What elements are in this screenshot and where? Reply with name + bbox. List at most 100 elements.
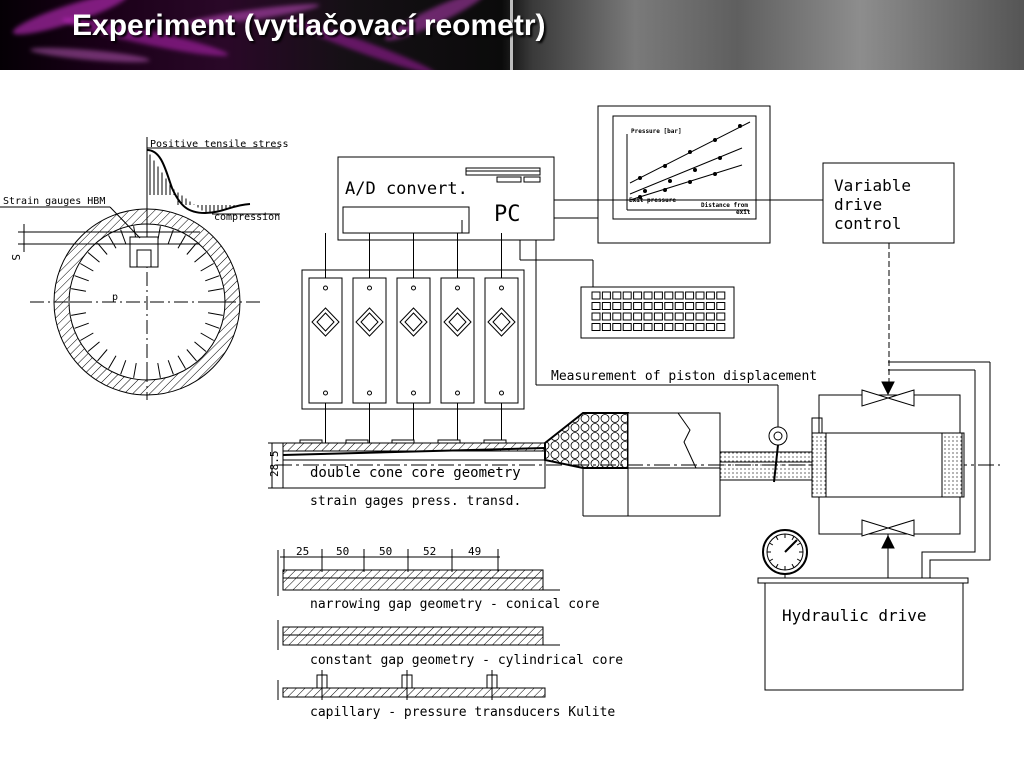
amplifier-terminal — [499, 285, 504, 291]
graph-point — [643, 189, 647, 193]
pressure-tick — [207, 288, 223, 292]
pressure-gauge-needle — [784, 539, 798, 553]
wheatstone-bridge — [311, 307, 340, 337]
amplifier-terminal — [455, 285, 460, 291]
keyboard-key — [612, 323, 622, 331]
die-sensor-pad — [299, 439, 323, 444]
pressure-tick — [97, 349, 108, 362]
narrowing-die-top — [282, 569, 544, 579]
pressure-tick — [108, 235, 117, 249]
keyboard-key — [622, 291, 632, 300]
keyboard-key — [695, 323, 705, 331]
keyboard-key — [705, 323, 715, 331]
pc-label: PC — [494, 202, 521, 227]
die-cone — [544, 412, 629, 469]
amplifier-terminal — [455, 390, 460, 396]
keyboard-key — [633, 302, 643, 310]
piston-rod — [719, 451, 815, 481]
graph-points — [638, 124, 742, 199]
pressure-tick — [200, 263, 214, 272]
capillary-die-body — [282, 687, 546, 698]
keyboard-key — [622, 312, 632, 321]
keyboard-key — [664, 302, 674, 310]
pressure-tick — [194, 252, 207, 263]
keyboard-key — [591, 291, 601, 300]
graph-x-label: Distance from — [701, 202, 748, 209]
pressure-tick — [194, 341, 207, 352]
valve-top-arrow — [881, 381, 895, 396]
keyboard-key — [716, 312, 726, 321]
wheatstone-bridge — [487, 307, 516, 337]
keyboard-key — [601, 291, 611, 300]
cylinder — [811, 432, 965, 498]
gauge-tick — [769, 542, 774, 546]
keyboard-key — [674, 312, 684, 321]
monitor-frame — [597, 105, 771, 244]
drive-control-line3: control — [834, 214, 901, 233]
pressure-tick — [186, 242, 197, 255]
drive-control: Variable drive control — [822, 162, 955, 385]
amplifier-terminal — [367, 390, 372, 396]
graph-line-3 — [629, 164, 743, 201]
monitor: Pressure [bar] Exit pressure Distance fr… — [597, 105, 771, 244]
pressure-tick — [205, 322, 220, 329]
narrowing-dimension-label: 25 — [296, 545, 309, 558]
stress-curve — [146, 149, 251, 215]
graph-y-label: Pressure [bar] — [631, 128, 682, 135]
gauge-tick — [769, 558, 774, 562]
amplifier-terminal — [367, 285, 372, 291]
strain-gauge-inner — [136, 249, 152, 268]
graph-point — [713, 138, 717, 142]
keyboard-key — [653, 323, 663, 331]
header-divider — [510, 0, 513, 70]
keyboard-key — [653, 291, 663, 300]
pressure-tick — [177, 235, 186, 249]
graph-point — [688, 180, 692, 184]
tank-lid — [757, 577, 969, 584]
keyboard-key — [591, 323, 601, 331]
amplifier-terminal — [323, 285, 328, 291]
stress-label: Positive tensile stress — [150, 139, 288, 150]
keyboard-key — [612, 302, 622, 310]
amplifier-rack-frame — [301, 269, 525, 410]
graph-point — [713, 172, 717, 176]
pressure-tick — [200, 332, 214, 341]
pressure-gauge-ticks — [767, 534, 803, 570]
stress-hatch — [149, 154, 247, 213]
graph-point — [688, 150, 692, 154]
die-sensors-label: strain gages press. transd. — [310, 494, 521, 509]
keyboard-key — [612, 291, 622, 300]
pressure-tick — [167, 360, 174, 375]
pressure-tick — [108, 355, 117, 369]
pressure-tick — [87, 341, 100, 352]
constant-die-top — [282, 626, 544, 636]
valve-bottom — [861, 519, 915, 549]
wheatstone-bridge-inner — [360, 312, 379, 332]
displacement-sensor — [768, 426, 788, 446]
keyboard-key — [633, 291, 643, 300]
capillary-label: capillary - pressure transducers Kulite — [310, 705, 615, 720]
keyboard-key — [622, 323, 632, 331]
rheometer-diagram: Positive tensile stress Strain gauges HB… — [0, 105, 1000, 720]
hydraulic-line-bottom — [818, 497, 961, 535]
die-sensors — [299, 439, 507, 444]
gauge-tick — [796, 542, 801, 546]
keyboard-key — [622, 302, 632, 310]
keyboard-key — [695, 291, 705, 300]
narrowing-die-body — [282, 577, 544, 591]
gauge-tick — [775, 536, 779, 541]
keyboard-key — [643, 312, 653, 321]
narrowing-dimension-label: 52 — [423, 545, 436, 558]
hydraulic-label: Hydraulic drive — [782, 606, 927, 625]
constant-label: constant gap geometry - cylindrical core — [310, 653, 623, 668]
pressure-tick — [120, 360, 127, 375]
narrowing-label: narrowing gap geometry - conical core — [310, 597, 600, 612]
slide-header: Experiment (vytlačovací reometr) — [0, 0, 1024, 70]
die-sensor-pad — [437, 439, 461, 444]
pressure-tick — [80, 332, 94, 341]
keyboard-key — [685, 302, 695, 310]
pressure-tick — [71, 288, 87, 292]
die-sensor-pad — [391, 439, 415, 444]
wheatstone-bridge — [355, 307, 384, 337]
pressure-tick — [87, 252, 100, 263]
